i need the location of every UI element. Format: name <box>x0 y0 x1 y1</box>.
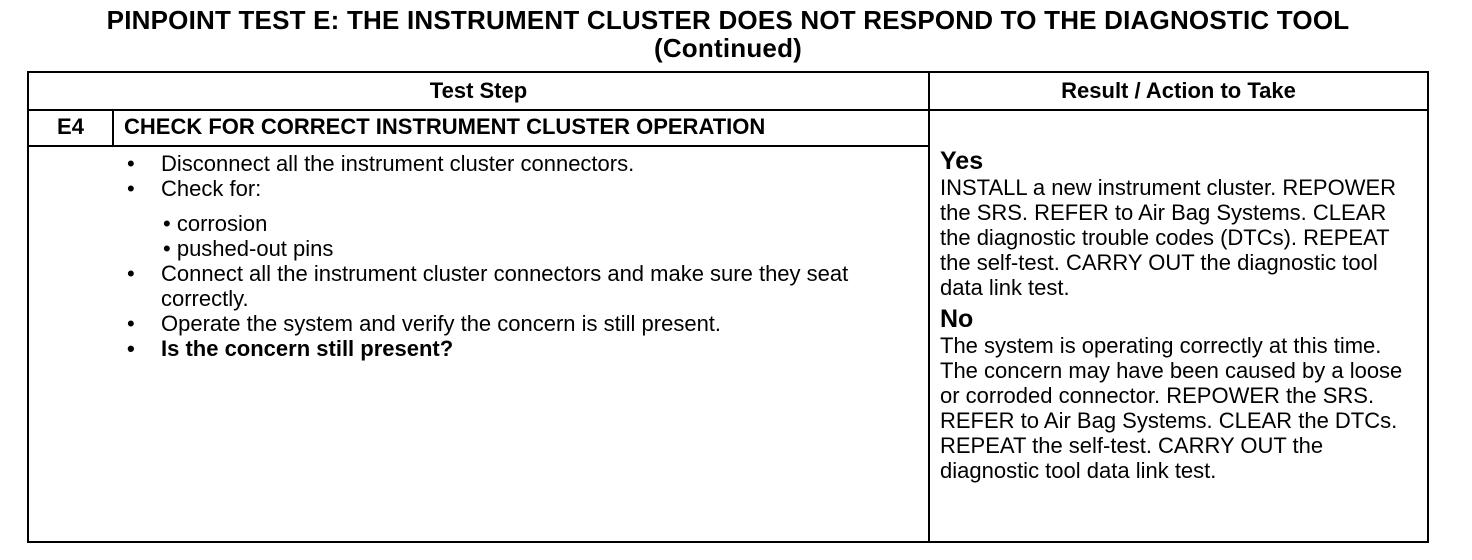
step-title-divider <box>29 145 928 147</box>
step-id: E4 <box>57 114 84 139</box>
bullet-mark: • <box>127 151 135 176</box>
step-item-text: Connect all the instrument cluster conne… <box>161 261 849 311</box>
step-item: • Check for: <box>124 176 904 201</box>
sub-item-text: pushed-out pins <box>176 236 334 261</box>
title-line-2: (Continued) <box>653 33 803 63</box>
yes-label: Yes <box>940 147 984 175</box>
test-step-header: Test Step <box>429 78 528 103</box>
step-question-text: Is the concern still present? <box>161 336 454 361</box>
bullet-mark: • <box>127 261 135 286</box>
page-title: PINPOINT TEST E: THE INSTRUMENT CLUSTER … <box>0 6 1456 62</box>
step-item-text: Operate the system and verify the concer… <box>161 311 722 336</box>
step-item-text: Disconnect all the instrument cluster co… <box>161 151 635 176</box>
step-item: • Operate the system and verify the conc… <box>124 311 904 336</box>
step-item-text: Check for: <box>161 176 262 201</box>
sub-item: • pushed-out pins <box>124 236 904 261</box>
result-column: Yes INSTALL a new instrument cluster. RE… <box>940 147 1420 483</box>
pinpoint-test-table: Test Step Result / Action to Take E4 CHE… <box>27 71 1429 543</box>
title-line-1: PINPOINT TEST E: THE INSTRUMENT CLUSTER … <box>106 5 1350 35</box>
step-question: • Is the concern still present? <box>124 336 904 361</box>
sub-item-text: corrosion <box>176 211 268 236</box>
no-action-text: The system is operating correctly at thi… <box>940 333 1403 483</box>
bullet-mark: • <box>127 311 135 336</box>
step-instructions: • Disconnect all the instrument cluster … <box>124 151 904 361</box>
step-title: CHECK FOR CORRECT INSTRUMENT CLUSTER OPE… <box>124 114 766 139</box>
sub-bullet-mark: • <box>163 236 171 261</box>
header-divider <box>29 109 1427 111</box>
column-divider <box>928 73 930 541</box>
sub-bullet-mark: • <box>163 211 171 236</box>
step-item: • Disconnect all the instrument cluster … <box>124 151 904 176</box>
yes-action-text: INSTALL a new instrument cluster. REPOWE… <box>940 175 1397 300</box>
step-id-divider <box>112 111 114 145</box>
bullet-mark: • <box>127 176 135 201</box>
sub-item: • corrosion <box>124 211 904 236</box>
no-label: No <box>940 305 974 333</box>
result-header: Result / Action to Take <box>1061 78 1296 103</box>
step-item: • Connect all the instrument cluster con… <box>124 261 904 311</box>
bullet-mark: • <box>127 336 135 361</box>
